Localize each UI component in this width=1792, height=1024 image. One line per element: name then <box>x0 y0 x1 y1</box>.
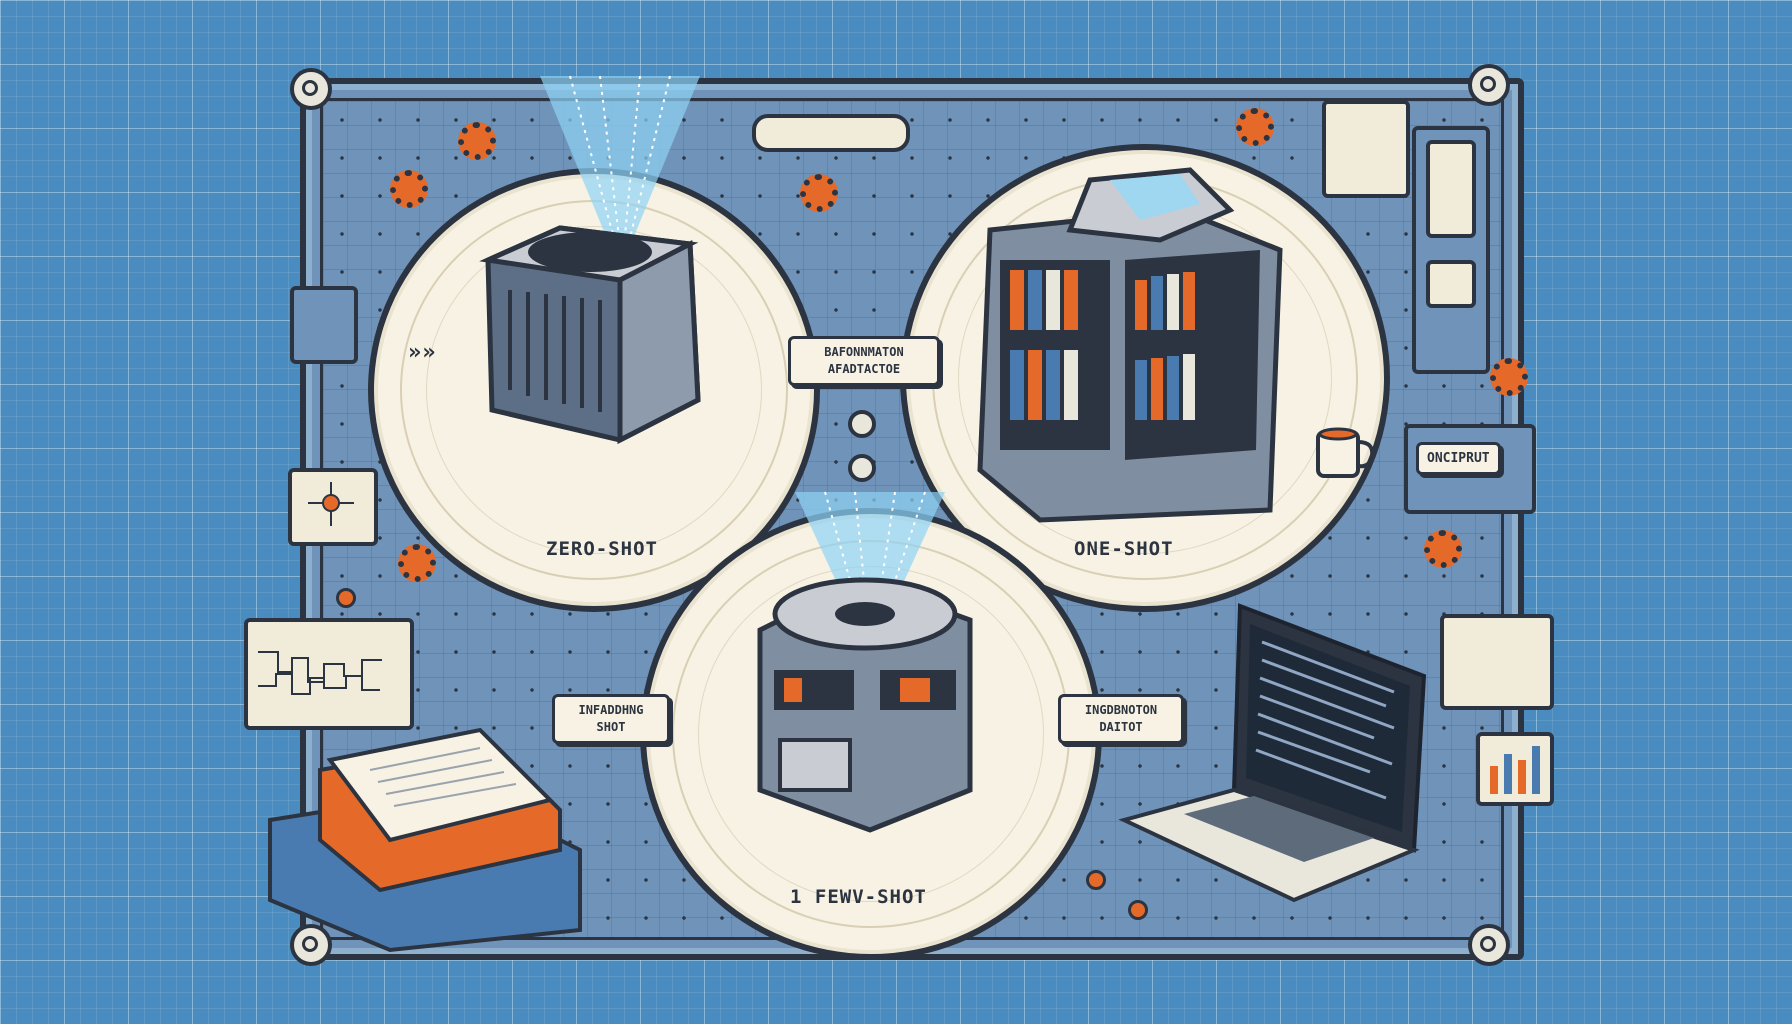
corner-bolt-icon <box>290 68 332 110</box>
node-dot-icon <box>336 588 356 608</box>
photo-card-panel <box>1322 100 1410 198</box>
bar-chart-panel <box>1476 732 1554 806</box>
gear-icon <box>800 174 838 212</box>
zero-shot-server-icon <box>479 225 701 445</box>
node-dot-icon <box>1128 900 1148 920</box>
target-monitor-panel <box>288 468 378 546</box>
tag-line: INGDBNOTON <box>1084 703 1158 717</box>
gear-icon <box>398 544 436 582</box>
output-display-panel: ONCIPRUT <box>1404 424 1536 514</box>
zero-shot-label: ZERO-SHOT <box>546 538 658 560</box>
corner-bolt-icon <box>290 924 332 966</box>
coffee-mug-icon <box>1316 427 1375 478</box>
device-screen <box>1426 140 1476 238</box>
vertical-device-panel <box>1412 126 1490 374</box>
device-card <box>1426 260 1476 308</box>
right-connector-tag: INGDBNOTON DAITOT <box>1058 694 1184 744</box>
left-connector-tag: INFADDHNG SHOT <box>552 694 670 744</box>
gear-icon <box>458 122 496 160</box>
waveform-chart-icon <box>258 651 382 695</box>
few-shot-label: 1 FEWV-SHOT <box>790 886 927 908</box>
few-shot-machine-icon <box>757 577 973 833</box>
gear-icon <box>390 170 428 208</box>
gear-icon <box>1236 108 1274 146</box>
gear-icon <box>1490 358 1528 396</box>
laptop-icon <box>1118 603 1427 903</box>
corner-bolt-icon <box>1468 64 1510 106</box>
center-connector-tag: BAFONNMATON AFADTACTOE <box>788 336 940 386</box>
one-shot-label: ONE-SHOT <box>1074 538 1174 560</box>
tag-line: BAFONNMATON <box>824 345 904 359</box>
gear-icon <box>1424 530 1462 568</box>
node-dot-icon <box>1086 870 1106 890</box>
chevron-right-icon: »» <box>408 340 437 365</box>
one-shot-bookshelf-icon <box>977 167 1283 523</box>
corner-bolt-icon <box>1468 924 1510 966</box>
tag-line: AFADTACTOE <box>827 362 901 376</box>
crosshair-icon <box>308 482 354 526</box>
waveform-panel <box>244 618 414 730</box>
tag-line: DAITOT <box>1099 720 1143 734</box>
tag-line: INFADDHNG <box>578 703 644 717</box>
node-ring <box>426 226 762 554</box>
tag-line: SHOT <box>596 720 626 734</box>
data-beam-icon <box>540 75 700 247</box>
open-book-panel <box>1440 614 1554 710</box>
chip-connector-panel <box>290 286 358 364</box>
top-slot-panel <box>752 114 910 152</box>
bar-chart-icon <box>1490 746 1540 794</box>
output-label: ONCIPRUT <box>1416 442 1501 475</box>
book-stack-icon <box>268 727 582 953</box>
